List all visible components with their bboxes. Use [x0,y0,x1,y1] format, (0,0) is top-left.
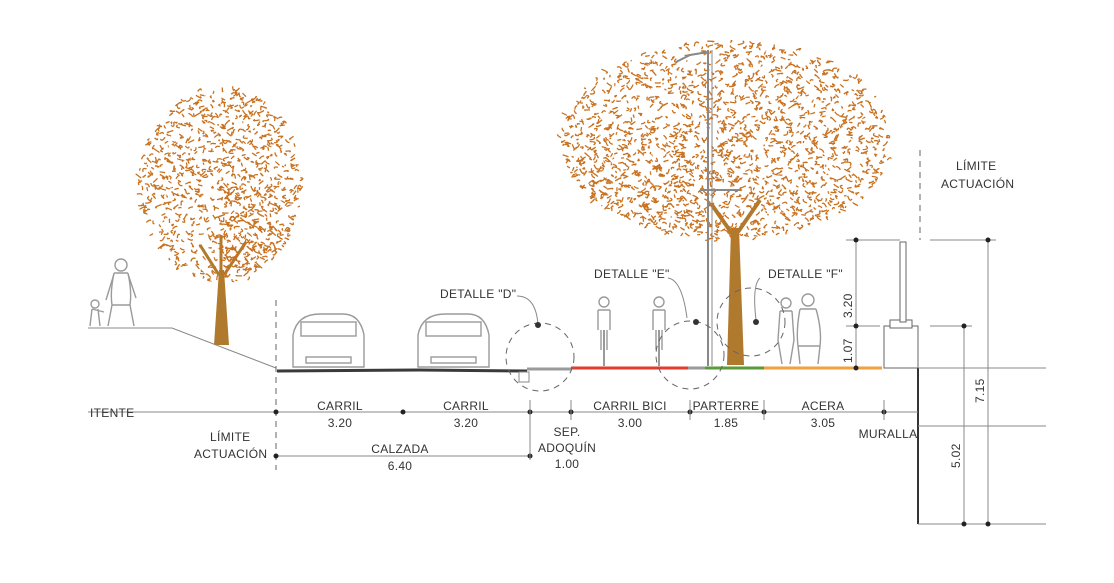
height-wall-top-label: 1.07 [841,338,855,363]
asphalt-surface [276,368,528,373]
segment-name-acera: ACERA [802,399,845,413]
height-wall-lower-label: 5.02 [949,443,963,468]
segment-name-carril-1: CARRIL [317,399,363,413]
segment-width-parterre: 1.85 [714,416,739,430]
muralla-wall [883,241,1046,525]
sep-adoquin-line2: ADOQUÍN [538,440,596,455]
limite-left-label-2: ACTUACIÓN [194,446,267,461]
detail-d-leader [516,295,539,326]
segment-name-parterre: PARTERRE [693,399,760,413]
limite-right-label-1: LÍMITE [956,158,996,173]
detail-f-leader [754,277,761,321]
cyclist-2-icon [652,296,666,366]
sep-adoquin-width: 1.00 [555,457,580,471]
pedestrian-adult-child-icon [89,258,137,327]
limite-left-label-1: LÍMITE [210,429,250,444]
segment-width-carril-2: 3.20 [454,416,479,430]
segment-name-carril-2: CARRIL [443,399,489,413]
muralla-label: MURALLA [859,427,918,441]
horizontal-dimensions [88,400,918,460]
street-lamp-icon [675,50,740,366]
segment-name-carril-bici: CARRIL BICI [593,399,667,413]
detail-e-circle [655,320,725,390]
vertical-dimensions [846,237,996,527]
calzada-width: 6.40 [388,459,413,473]
detail-e-leader [667,277,688,319]
existente-label: ITENTE [90,406,134,420]
height-total-label: 7.15 [973,378,987,403]
calzada-name: CALZADA [371,442,428,456]
sep-adoquin-line1: SEP. [554,425,581,439]
detail-d-circle [505,322,575,392]
car-2-icon [417,313,490,368]
left-tree-icon [135,86,304,345]
limite-right-label-2: ACTUACIÓN [941,176,1014,191]
detalle-e-label: DETALLE "E" [594,267,670,281]
detalle-f-label: DETALLE "F" [768,267,843,281]
height-lamp-label: 3.20 [841,293,855,318]
terrain-slope [88,327,277,369]
right-tree-icon [556,39,892,365]
car-1-icon [292,313,365,368]
pedestrians-group-icon [777,293,822,365]
segment-width-carril-1: 3.20 [328,416,353,430]
segment-width-acera: 3.05 [811,416,836,430]
segment-width-carril-bici: 3.00 [618,416,643,430]
cyclist-1-icon [597,296,611,366]
detail-f-circle [716,287,786,357]
ground-surface [276,366,882,383]
detalle-d-label: DETALLE "D" [440,287,516,301]
